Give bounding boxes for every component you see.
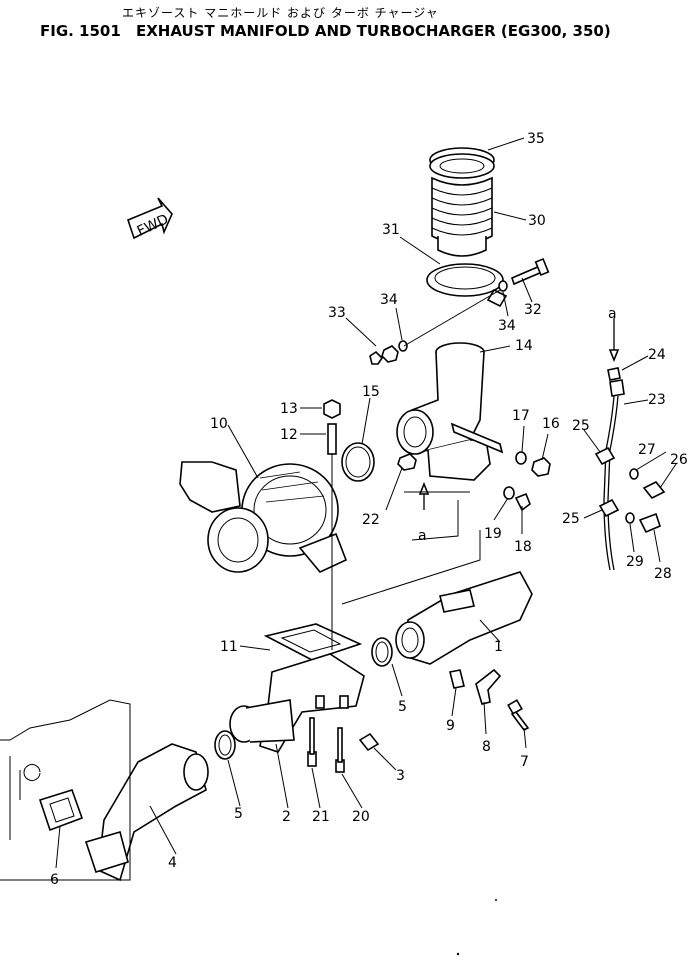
- bolt-7: [507, 699, 530, 732]
- bracket-8: [475, 668, 502, 705]
- oil-pipe-assembly: [594, 367, 666, 571]
- washer-19: [503, 486, 515, 500]
- callout-6: 6: [50, 872, 59, 888]
- callout-11: 11: [220, 639, 238, 655]
- callout-1: 1: [494, 639, 503, 655]
- callout-16: 16: [542, 416, 560, 432]
- gasket-11: [263, 623, 363, 661]
- exhaust-manifold-front: [395, 571, 533, 665]
- callout-18: 18: [514, 539, 532, 555]
- callout-29: 29: [626, 554, 644, 570]
- callout-8: 8: [482, 739, 491, 755]
- plug-3: [358, 732, 380, 752]
- callout-24: 24: [648, 347, 666, 363]
- callout-28: 28: [654, 566, 672, 582]
- ref-letter-a-lower: a: [418, 528, 427, 544]
- callout-25-bottom: 25: [562, 511, 580, 527]
- plug-18: [514, 492, 531, 512]
- callout-17: 17: [512, 408, 530, 424]
- nut-33: [369, 345, 399, 365]
- callout-13: 13: [280, 401, 298, 417]
- callout-26: 26: [670, 452, 688, 468]
- ref-letter-a-top: a: [608, 306, 617, 322]
- washer-17: [515, 451, 527, 465]
- callout-19: 19: [484, 526, 502, 542]
- callout-32: 32: [524, 302, 542, 318]
- clamp-band: [426, 263, 508, 308]
- callout-34-left: 34: [380, 292, 398, 308]
- assembly-lines: [331, 289, 501, 650]
- callout-27: 27: [638, 442, 656, 458]
- callout-21: 21: [312, 809, 330, 825]
- callout-14: 14: [515, 338, 533, 354]
- figure-header: エキゾースト マニホールド および ターボ チャージャ FIG. 1501 EX…: [0, 0, 692, 48]
- seal-ring-15: [341, 442, 375, 482]
- callout-22: 22: [362, 512, 380, 528]
- exhaust-elbow: [396, 342, 504, 481]
- callout-4: 4: [168, 855, 177, 871]
- fwd-arrow-icon: FWD: [127, 197, 173, 240]
- callout-33: 33: [328, 305, 346, 321]
- figure-title: EXHAUST MANIFOLD AND TURBOCHARGER (EG300…: [136, 22, 611, 40]
- exhaust-flange-plate: [429, 147, 495, 179]
- callout-20: 20: [352, 809, 370, 825]
- nut-13: [323, 399, 341, 419]
- stud-12: [327, 423, 337, 455]
- exhaust-elbow-lower: [84, 743, 209, 882]
- scan-speck: [456, 952, 460, 956]
- plug-16: [531, 457, 551, 477]
- seal-ring-5b: [371, 637, 393, 667]
- figure-number: FIG. 1501: [40, 22, 121, 40]
- washer-34b: [398, 340, 408, 352]
- callout-7: 7: [520, 754, 529, 770]
- callout-2: 2: [282, 809, 291, 825]
- leader-lines: [55, 137, 677, 869]
- engine-block-outline: [0, 699, 131, 881]
- callout-15: 15: [362, 384, 380, 400]
- turbocharger: [179, 461, 348, 573]
- ref-arrowhead-a-top: [608, 349, 620, 363]
- callout-5-left: 5: [234, 806, 243, 822]
- callout-25-top: 25: [572, 418, 590, 434]
- clamp-bolt: [511, 257, 550, 286]
- callout-23: 23: [648, 392, 666, 408]
- callout-12: 12: [280, 427, 298, 443]
- callout-35: 35: [527, 131, 545, 147]
- callout-5-right: 5: [398, 699, 407, 715]
- callout-34-right: 34: [498, 318, 516, 334]
- exhaust-manifold-rear: [229, 653, 365, 753]
- bolt-20: [335, 727, 345, 773]
- callout-9: 9: [446, 718, 455, 734]
- callout-3: 3: [396, 768, 405, 784]
- gasket-6: [38, 789, 84, 832]
- callout-31: 31: [382, 222, 400, 238]
- nut-22: [397, 453, 417, 471]
- washer-34a: [498, 280, 508, 292]
- scan-speck: [495, 899, 497, 901]
- bolt-21: [307, 717, 317, 767]
- exhaust-bellows: [431, 176, 493, 257]
- spacer-9: [449, 669, 465, 689]
- seal-ring-5a: [214, 730, 236, 760]
- callout-30: 30: [528, 213, 546, 229]
- japanese-title: エキゾースト マニホールド および ターボ チャージャ: [122, 6, 439, 20]
- callout-10: 10: [210, 416, 228, 432]
